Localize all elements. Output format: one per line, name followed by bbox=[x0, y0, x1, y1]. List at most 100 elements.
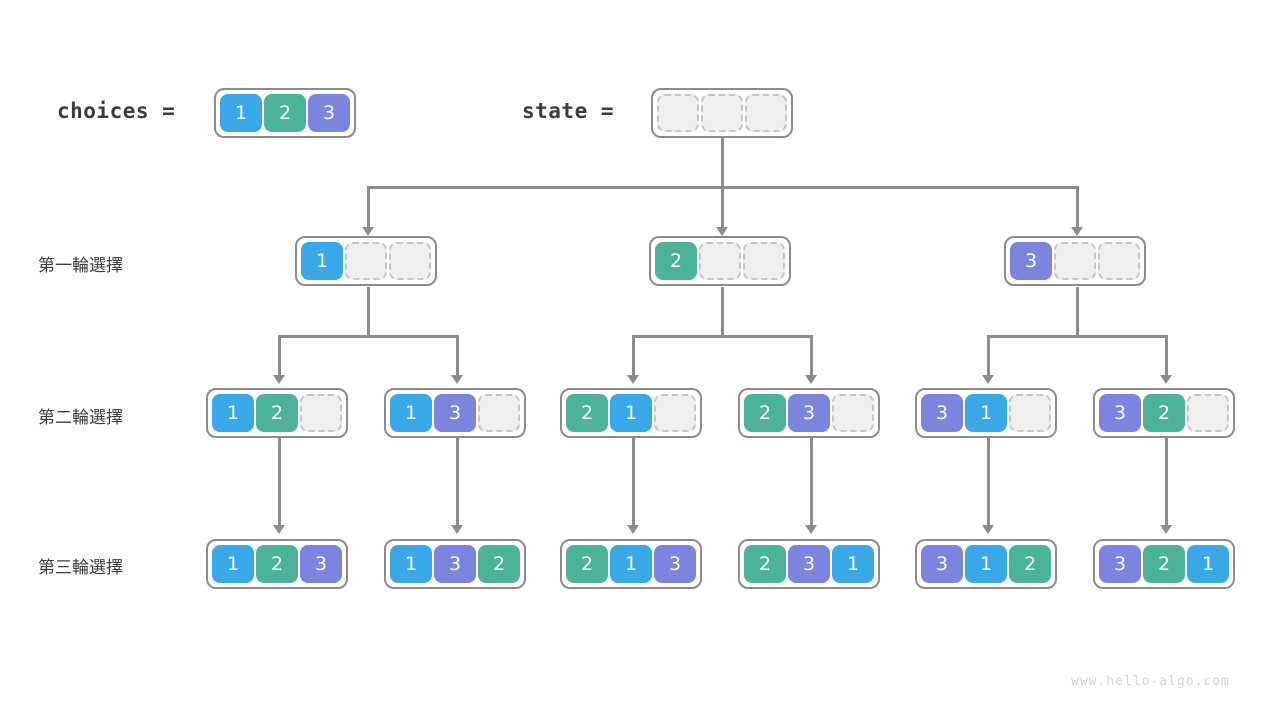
watermark: www.hello-algo.com bbox=[1071, 674, 1230, 689]
arrow-root-to-n2 bbox=[716, 227, 728, 236]
array-cell-filled: 1 bbox=[1187, 545, 1229, 583]
node-round1-1: 2 bbox=[649, 236, 791, 286]
arrow-l6 bbox=[1160, 525, 1172, 534]
array-cell-filled: 2 bbox=[1143, 394, 1185, 432]
array-cell-filled: 1 bbox=[390, 545, 432, 583]
array-cell-filled: 1 bbox=[301, 242, 343, 280]
arrow-n3-to-c5 bbox=[982, 375, 994, 384]
round-label-2: 第二輪選擇 bbox=[38, 408, 123, 428]
array-cell-filled: 1 bbox=[832, 545, 874, 583]
array-cell-empty bbox=[701, 94, 743, 132]
array-cell-filled: 3 bbox=[921, 545, 963, 583]
node-round1-2: 3 bbox=[1004, 236, 1146, 286]
edge-n1-drop-b bbox=[456, 335, 459, 377]
array-cell-filled: 1 bbox=[390, 394, 432, 432]
arrow-n3-to-c6 bbox=[1160, 375, 1172, 384]
array-cell-filled: 3 bbox=[921, 394, 963, 432]
array-cell-filled: 3 bbox=[788, 545, 830, 583]
edge-l6-drop bbox=[1165, 437, 1168, 527]
edge-l1-drop bbox=[278, 437, 281, 527]
arrow-n1-to-c2 bbox=[451, 375, 463, 384]
array-cell-filled: 3 bbox=[788, 394, 830, 432]
array-cell-empty bbox=[657, 94, 699, 132]
array-cell-empty bbox=[699, 242, 741, 280]
array-cell-filled: 1 bbox=[220, 94, 262, 132]
edge-n2-stem bbox=[721, 287, 724, 337]
round-label-3: 第三輪選擇 bbox=[38, 558, 123, 578]
array-cell-filled: 3 bbox=[434, 394, 476, 432]
arrow-l2 bbox=[451, 525, 463, 534]
arrow-l4 bbox=[805, 525, 817, 534]
array-cell-filled: 2 bbox=[264, 94, 306, 132]
array-cell-empty bbox=[1054, 242, 1096, 280]
edge-l3-drop bbox=[632, 437, 635, 527]
array-cell-filled: 2 bbox=[744, 545, 786, 583]
array-cell-filled: 1 bbox=[610, 394, 652, 432]
arrow-l1 bbox=[273, 525, 285, 534]
array-cell-empty bbox=[654, 394, 696, 432]
edge-n2-bus bbox=[632, 335, 812, 338]
edge-root-drop-3 bbox=[1076, 186, 1079, 230]
array-cell-filled: 1 bbox=[965, 545, 1007, 583]
arrow-n2-to-c3 bbox=[627, 375, 639, 384]
array-cell-filled: 2 bbox=[478, 545, 520, 583]
arrow-l5 bbox=[982, 525, 994, 534]
array-cell-empty bbox=[743, 242, 785, 280]
arrow-l3 bbox=[627, 525, 639, 534]
edge-l2-drop bbox=[456, 437, 459, 527]
array-cell-filled: 2 bbox=[256, 545, 298, 583]
round-label-1: 第一輪選擇 bbox=[38, 256, 123, 276]
array-cell-filled: 3 bbox=[308, 94, 350, 132]
edge-l4-drop bbox=[810, 437, 813, 527]
array-cell-filled: 1 bbox=[212, 394, 254, 432]
array-cell-filled: 2 bbox=[744, 394, 786, 432]
arrow-n2-to-c4 bbox=[805, 375, 817, 384]
edge-n3-bus bbox=[987, 335, 1167, 338]
edge-n1-stem bbox=[367, 287, 370, 337]
array-cell-empty bbox=[345, 242, 387, 280]
edge-n2-drop-a bbox=[632, 335, 635, 377]
array-cell-filled: 2 bbox=[256, 394, 298, 432]
array-cell-empty bbox=[745, 94, 787, 132]
array-cell-filled: 3 bbox=[1099, 545, 1141, 583]
array-cell-filled: 1 bbox=[610, 545, 652, 583]
array-cell-filled: 2 bbox=[566, 545, 608, 583]
array-cell-filled: 1 bbox=[965, 394, 1007, 432]
edge-n1-bus bbox=[278, 335, 458, 338]
array-cell-filled: 2 bbox=[1143, 545, 1185, 583]
edge-n3-drop-b bbox=[1165, 335, 1168, 377]
array-cell-empty bbox=[832, 394, 874, 432]
array-cell-empty bbox=[1187, 394, 1229, 432]
state-label: state = bbox=[522, 99, 615, 123]
array-cell-empty bbox=[1098, 242, 1140, 280]
arrow-root-to-n1 bbox=[362, 227, 374, 236]
arrow-root-to-n3 bbox=[1071, 227, 1083, 236]
array-cell-filled: 2 bbox=[1009, 545, 1051, 583]
edge-n3-stem bbox=[1076, 287, 1079, 337]
edge-root-stem bbox=[721, 134, 724, 188]
array-cell-filled: 3 bbox=[654, 545, 696, 583]
array-cell-empty bbox=[478, 394, 520, 432]
array-cell-filled: 1 bbox=[212, 545, 254, 583]
array-cell-filled: 3 bbox=[1010, 242, 1052, 280]
array-cell-filled: 3 bbox=[300, 545, 342, 583]
array-cell-filled: 2 bbox=[566, 394, 608, 432]
edge-l5-drop bbox=[987, 437, 990, 527]
array-cell-filled: 2 bbox=[655, 242, 697, 280]
arrow-n1-to-c1 bbox=[273, 375, 285, 384]
choices-label: choices = bbox=[57, 99, 176, 123]
edge-root-drop-2 bbox=[721, 186, 724, 230]
